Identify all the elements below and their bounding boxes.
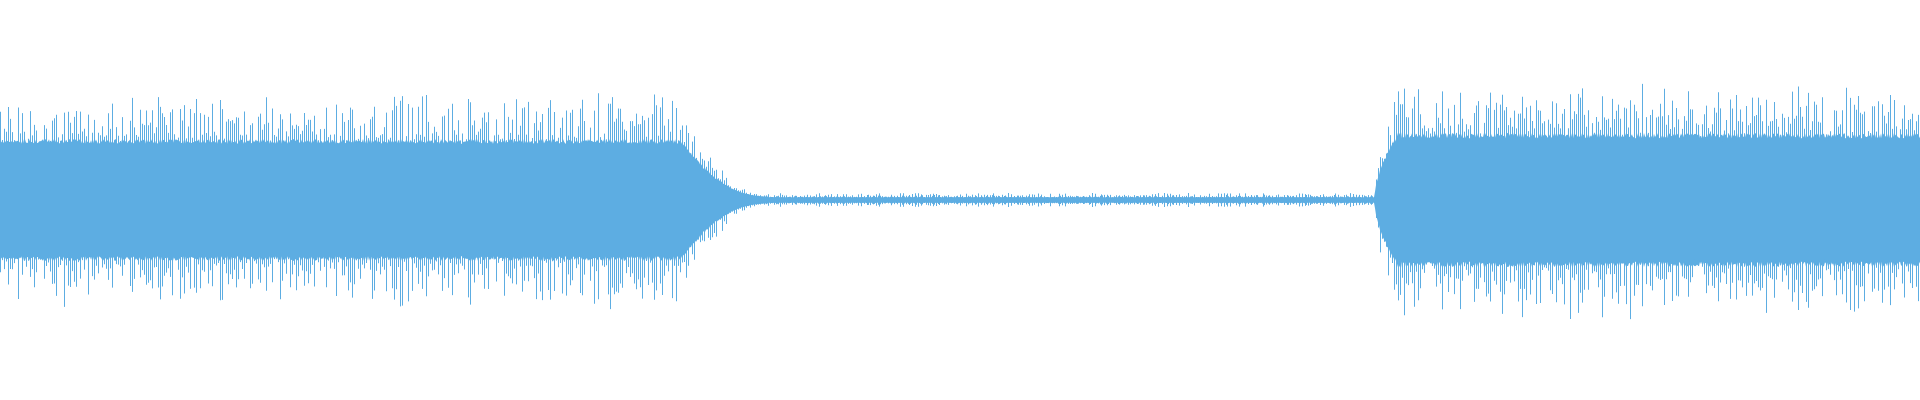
- waveform-spikes: [0, 83, 1919, 320]
